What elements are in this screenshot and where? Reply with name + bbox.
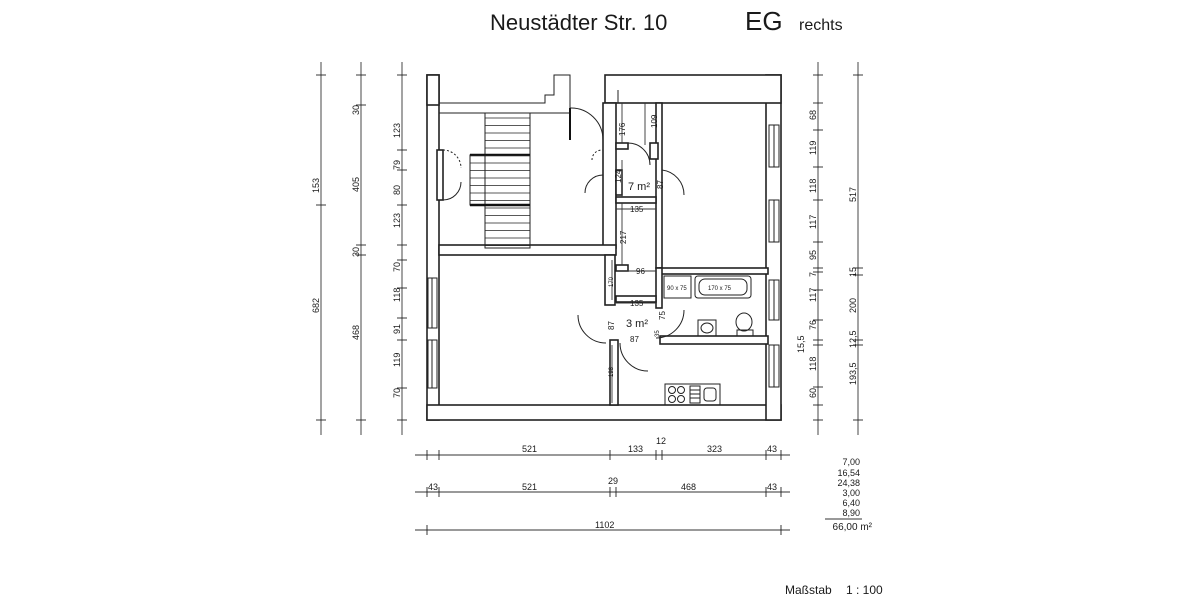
right-dims: 68 119 118 117 95 7 117 76 15,5 118 60 5…: [796, 110, 858, 398]
dim-87-bottom: 87: [630, 335, 639, 344]
dim-left-682: 682: [311, 298, 321, 313]
dim-left-153: 153: [311, 178, 321, 193]
dim-right-15: 15: [848, 267, 858, 277]
dim-left2-123a: 123: [392, 123, 402, 138]
dim-left2-80: 80: [392, 185, 402, 195]
dim-left-405: 405: [351, 177, 361, 192]
dim-right-118b: 118: [808, 357, 818, 371]
dim-bottom-133: 133: [628, 444, 643, 454]
dim-bottom-29: 29: [608, 476, 618, 486]
dim-87-left: 87: [607, 321, 616, 330]
left-ticks: [316, 74, 407, 421]
dim-right-200: 200: [848, 298, 858, 313]
dim-bottom-43a: 43: [767, 444, 777, 454]
bottom-dims: 521 133 12 323 43 43 521 29 468 43 1102: [428, 436, 777, 530]
dim-right-60: 60: [808, 388, 818, 398]
hall-area-label: 7 m²: [628, 181, 650, 193]
dim-109: 109: [650, 114, 659, 128]
dim-left2-119: 119: [392, 353, 402, 367]
dim-right-119: 119: [808, 141, 818, 155]
dim-right-15-5: 15,5: [796, 335, 806, 353]
dim-135-bottom: 135: [630, 299, 644, 308]
interior-dimension-lines: [611, 103, 656, 403]
dim-96: 96: [636, 267, 645, 276]
dim-left2-79: 79: [392, 160, 402, 170]
dim-bottom-323: 323: [707, 444, 722, 454]
dim-bottom-468: 468: [681, 482, 696, 492]
dim-bottom-43b: 43: [428, 482, 438, 492]
area-total: 66,00 m²: [833, 522, 873, 533]
dim-right-7: 7: [808, 272, 818, 277]
dim-135-top: 135: [630, 205, 644, 214]
dim-right-193-5: 193,5: [848, 362, 858, 385]
dim-left2-123b: 123: [392, 213, 402, 228]
dim-right-95: 95: [808, 250, 818, 260]
dim-35: 35: [655, 330, 661, 337]
dim-right-68: 68: [808, 110, 818, 120]
dim-left2-70b: 70: [392, 388, 402, 398]
dim-left2-118: 118: [392, 288, 402, 302]
dim-bottom-43c: 43: [767, 482, 777, 492]
walls: [426, 74, 782, 421]
dim-left-30a: 30: [351, 105, 361, 115]
dim-left-30b: 30: [351, 247, 361, 257]
dim-87-hall: 87: [656, 180, 665, 189]
stair-steps: [470, 117, 530, 246]
area-item: 16,54: [837, 468, 860, 478]
area-item: 3,00: [842, 488, 860, 498]
interior-dims: 176 109 124 87 135 217 96 170 135 75 87 …: [607, 114, 667, 377]
left-dimension-lines: [320, 62, 403, 435]
staircase: [469, 112, 531, 249]
dim-198: 198: [609, 366, 615, 377]
dim-124: 124: [614, 169, 623, 183]
dim-217: 217: [619, 230, 628, 244]
scale-label: Maßstab: [785, 583, 832, 597]
dim-170: 170: [609, 276, 615, 287]
bathroom-fixtures: 90 x 75 170 x 75: [663, 275, 754, 337]
dim-left2-70a: 70: [392, 262, 402, 272]
area-item: 24,38: [837, 478, 860, 488]
dim-right-117b: 117: [808, 288, 818, 302]
dim-left2-91: 91: [392, 324, 402, 334]
bottom-ticks: [426, 450, 782, 535]
dim-right-117a: 117: [808, 215, 818, 229]
area-list: 7,00 16,54 24,38 3,00 6,40 8,90 66,00 m²: [825, 457, 873, 533]
dim-bottom-521a: 521: [522, 444, 537, 454]
doors: [442, 107, 685, 372]
bath-area-label: 3 m²: [626, 318, 648, 330]
right-dimension-lines: [817, 62, 859, 435]
dim-176: 176: [618, 122, 627, 136]
bathtub-label: 170 x 75: [708, 286, 732, 292]
dim-bottom-521b: 521: [522, 482, 537, 492]
dim-75: 75: [658, 311, 667, 320]
kitchen-unit: [664, 383, 721, 406]
dim-bottom-12: 12: [656, 436, 666, 446]
dim-right-118: 118: [808, 179, 818, 193]
dim-right-517: 517: [848, 187, 858, 202]
left-dims: 153 682 30 405 30 468 123 79 80 123 70 1…: [311, 105, 402, 398]
right-ticks: [813, 74, 863, 421]
address-title: Neustädter Str. 10: [490, 10, 667, 35]
dim-bottom-1102: 1102: [595, 520, 614, 530]
bottom-dimension-lines: [415, 454, 790, 531]
side-label: rechts: [799, 17, 843, 34]
dim-right-76: 76: [808, 320, 818, 330]
floor-label: EG: [745, 6, 783, 36]
area-item: 8,90: [842, 508, 860, 518]
dim-right-12-5: 12,5: [848, 330, 858, 348]
scale-value: 1 : 100: [846, 583, 883, 597]
windows: [427, 124, 780, 389]
dim-left-468: 468: [351, 325, 361, 340]
area-item: 6,40: [842, 498, 860, 508]
area-item: 7,00: [842, 457, 860, 467]
shower-label: 90 x 75: [667, 286, 687, 292]
